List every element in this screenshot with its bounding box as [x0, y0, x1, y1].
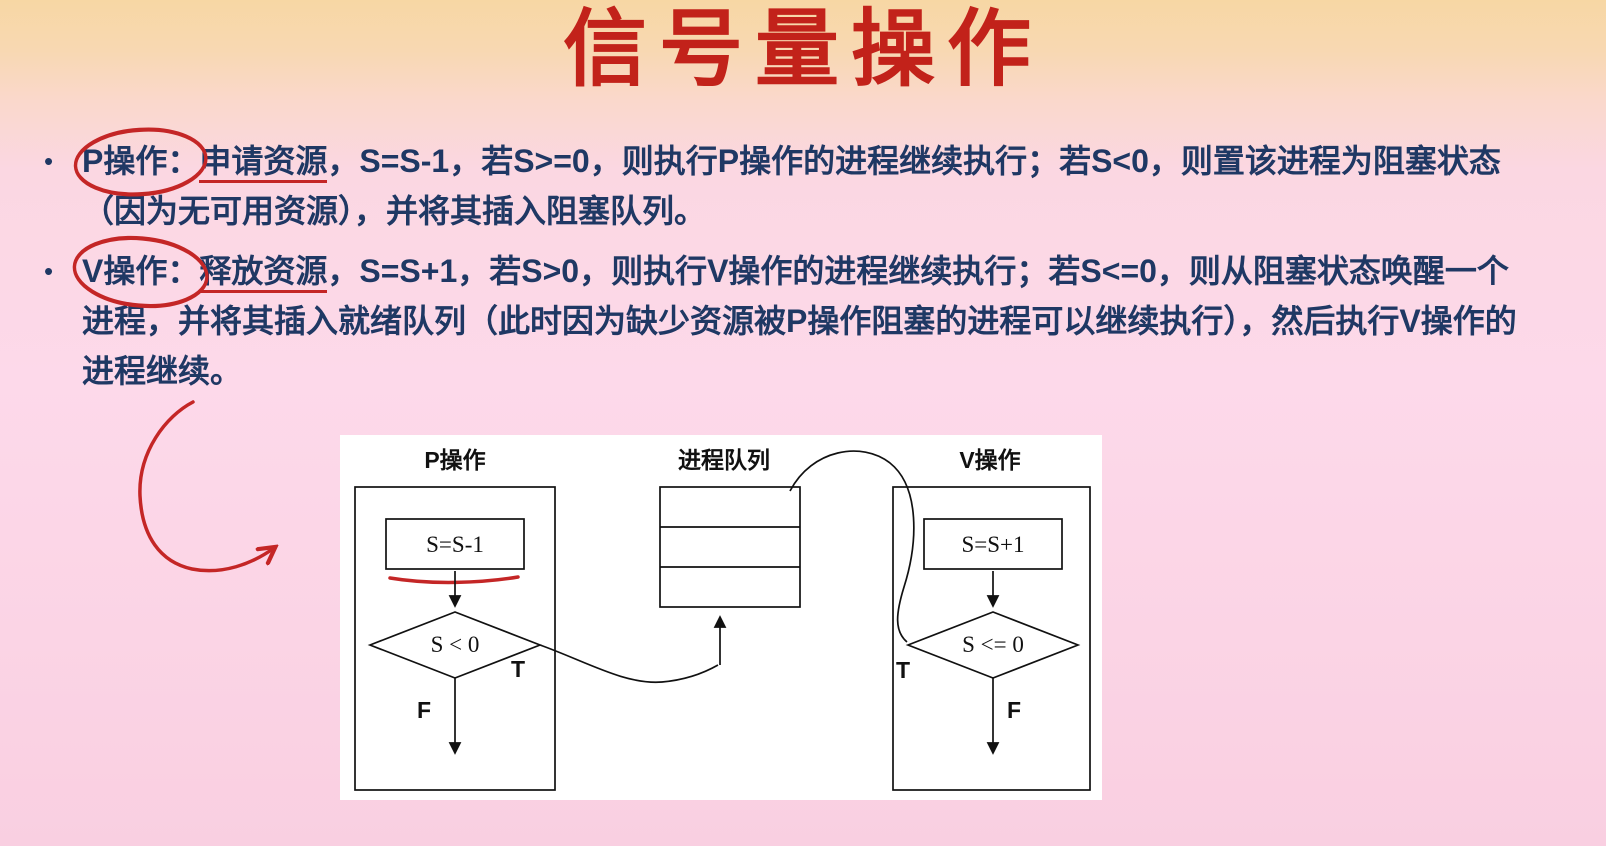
v-underlined-phrase: 释放资源: [199, 253, 328, 293]
v-operation-term: V操作：: [82, 253, 200, 289]
p-assign-box: [385, 518, 525, 570]
p-term-circled: P操作：: [73, 127, 208, 197]
bullet-item-p-operation: • P操作：申请资源，S=S-1，若S>=0，则执行P操作的进程继续执行；若S<…: [44, 127, 1524, 236]
p-outer-box: [354, 486, 556, 791]
p-false-label: F: [417, 697, 431, 723]
v-false-label: F: [1007, 697, 1021, 723]
flowchart-panel: P操作 进程队列 V操作 S=S-1 S < 0 T F S=S+1: [340, 435, 1102, 800]
v-decision-diamond: [905, 611, 1081, 679]
p-to-queue-curve: [539, 644, 719, 684]
p-condition-text: S < 0: [431, 632, 480, 657]
bullet-marker: •: [44, 256, 54, 286]
p-operation-paragraph: P操作：申请资源，S=S-1，若S>=0，则执行P操作的进程继续执行；若S<0，…: [73, 127, 1524, 236]
bullet-list: • P操作：申请资源，S=S-1，若S>=0，则执行P操作的进程继续执行；若S<…: [44, 127, 1524, 406]
p-assign-text: S=S-1: [426, 532, 484, 557]
slide-title: 信号量操作: [562, 4, 1043, 97]
red-underline-annotation: [388, 575, 520, 585]
p-operation-text: ，S=S-1，若S>=0，则执行P操作的进程继续执行；若S<0，则置该进程为阻塞…: [82, 143, 1501, 229]
p-true-label: T: [511, 656, 525, 682]
queue-label: 进程队列: [678, 447, 770, 473]
v-term-circled: V操作：: [72, 235, 209, 309]
v-section-label: V操作: [959, 447, 1020, 473]
queue-to-v-curve: [789, 450, 915, 643]
red-arrow-path: [138, 400, 274, 573]
red-arrow-annotation: [138, 400, 318, 573]
p-operation-term: P操作：: [82, 143, 200, 179]
v-outer-box: [892, 486, 1091, 791]
queue-box: [659, 486, 801, 608]
p-underlined-phrase: 申请资源: [199, 143, 328, 183]
v-true-label: T: [896, 657, 910, 683]
v-condition-text: S <= 0: [962, 632, 1024, 657]
p-section-label: P操作: [424, 447, 485, 473]
v-operation-paragraph: V操作：释放资源，S=S+1，若S>0，则执行V操作的进程继续执行；若S<=0，…: [72, 235, 1524, 396]
v-assign-box: [923, 518, 1063, 570]
bullet-item-v-operation: • V操作：释放资源，S=S+1，若S>0，则执行V操作的进程继续执行；若S<=…: [44, 235, 1524, 396]
bullet-marker: •: [44, 146, 54, 176]
v-operation-text: ，S=S+1，若S>0，则执行V操作的进程继续执行；若S<=0，则从阻塞状态唤醒…: [82, 253, 1517, 389]
v-assign-text: S=S+1: [961, 532, 1024, 557]
flowchart-svg: P操作 进程队列 V操作 S=S-1 S < 0 T F S=S+1: [354, 447, 1091, 791]
